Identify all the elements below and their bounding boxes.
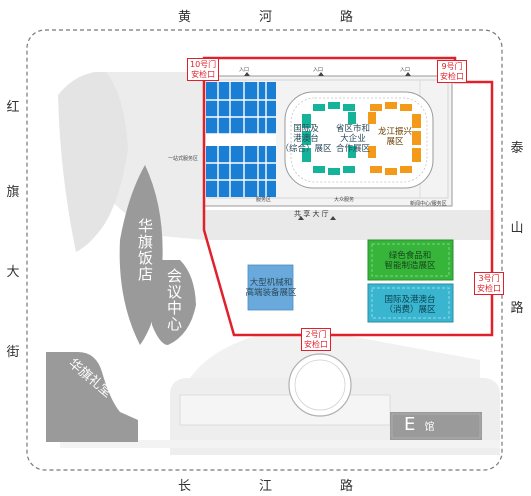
green-food-hall-label: 绿色食品和 智能制造展区 (370, 251, 450, 271)
intl-consumer-line1: 国际及港澳台 (384, 295, 436, 305)
road-north-2: 河 (259, 10, 273, 25)
yizhan-service-label: 一站式服务区 (168, 156, 199, 162)
guoji-gangao-line3: （综合）展区 (280, 144, 332, 154)
south-strip (60, 440, 500, 448)
longjiang-hall-label: 龙江振兴 展区 (372, 127, 418, 147)
gate-3-label: 3号门 安检口 (474, 272, 504, 295)
huaqi-hotel-label: 华旗饭店 (136, 218, 154, 282)
gate-10-number: 10号门 (190, 60, 217, 69)
road-west-3: 大 (6, 265, 20, 280)
road-east-2: 山 (510, 221, 524, 236)
machinery-hall (247, 264, 294, 311)
guoji-gangao-hall-label: 国际及 港澳台 （综合）展区 (280, 124, 332, 154)
machinery-line2: 高端装备展区 (245, 288, 297, 298)
teal-seating (302, 102, 356, 175)
road-west-1: 红 (6, 100, 20, 115)
roundabout (288, 353, 352, 417)
road-south-3: 路 (340, 479, 354, 494)
gate-2-label: 2号门 安检口 (301, 328, 331, 351)
ground-arc-left (58, 71, 128, 252)
shared-hall-label: 共 享 大 厅 (294, 210, 329, 218)
huaqi-hotel-text: 华旗饭店 (136, 218, 154, 282)
ground-plaza (205, 210, 495, 240)
e-hall-suffix: 馆 (424, 422, 435, 433)
e-hall-letter: E (404, 414, 416, 435)
road-south-2: 江 (259, 479, 273, 494)
green-food-line2: 智能制造展区 (384, 261, 436, 271)
intl-consumer-hall-label: 国际及港澳台 （消费）展区 (370, 295, 450, 315)
dafu-building-label: 大众服务 (334, 197, 355, 203)
conference-center-label: 会议中心 (165, 268, 183, 332)
e-hall-label: E 馆 (404, 414, 434, 435)
guoji-gangao-line2: 港澳台 (293, 134, 319, 144)
entrance-label-3: 入口 (400, 67, 411, 73)
gate-10-label: 10号门 安检口 (187, 58, 220, 81)
gate-9-label: 9号门 安检口 (437, 60, 467, 83)
zhongqi-hall-label: 中俄合作展区 (217, 135, 265, 144)
green-food-hall (367, 239, 454, 281)
shengqu-hall-label: 省区市和 大企业 合作展区 (330, 124, 376, 154)
entrance-label-2: 入口 (313, 67, 324, 73)
green-food-line1: 绿色食品和 (388, 251, 432, 261)
intl-consumer-line2: （消费）展区 (384, 305, 436, 315)
huaqi-hotel-building (119, 165, 163, 345)
gate-3-number: 3号门 (478, 274, 500, 283)
gate-3-security: 安检口 (477, 283, 501, 293)
longjiang-line2: 展区 (386, 137, 404, 147)
orange-seating (368, 102, 421, 175)
gate-9-number: 9号门 (441, 62, 463, 71)
road-east-1: 泰 (510, 141, 524, 156)
gate-10-security: 安检口 (191, 69, 216, 79)
shengqu-line3: 合作展区 (335, 144, 370, 154)
road-west-2: 旗 (6, 185, 20, 200)
shengqu-line2: 大企业 (340, 134, 366, 144)
ground-curve (190, 333, 480, 378)
road-east-3: 路 (510, 301, 524, 316)
conference-center-building (151, 260, 196, 345)
arena (284, 91, 434, 189)
machinery-hall-label: 大型机械和 高端装备展区 (236, 278, 306, 298)
road-west-4: 街 (6, 345, 20, 360)
road-north-1: 黄 (178, 10, 192, 25)
gate-9-security: 安检口 (440, 71, 464, 81)
news-center-label: 新闻中心/服务区 (410, 201, 447, 207)
road-north-3: 路 (340, 10, 354, 25)
shengqu-line1: 省区市和 (335, 124, 370, 134)
gate-2-number: 2号门 (305, 330, 327, 339)
guoji-gangao-line1: 国际及 (293, 124, 319, 134)
machinery-line1: 大型机械和 (249, 278, 293, 288)
conference-center-text: 会议中心 (165, 268, 183, 332)
zhongqi-hall-grid (206, 82, 276, 197)
site-boundary (26, 29, 503, 471)
entrance-arrows (244, 72, 411, 220)
intl-consumer-hall (367, 283, 454, 323)
gate-2-security: 安检口 (304, 339, 328, 349)
entrance-label-1: 入口 (239, 67, 250, 73)
road-south-1: 长 (178, 479, 192, 494)
south-road-band (179, 394, 391, 426)
e-hall-building (390, 412, 482, 440)
service-zone-label: 服务区 (256, 197, 272, 203)
huaqi-hall-building (46, 352, 138, 442)
longjiang-line1: 龙江振兴 (377, 127, 412, 137)
